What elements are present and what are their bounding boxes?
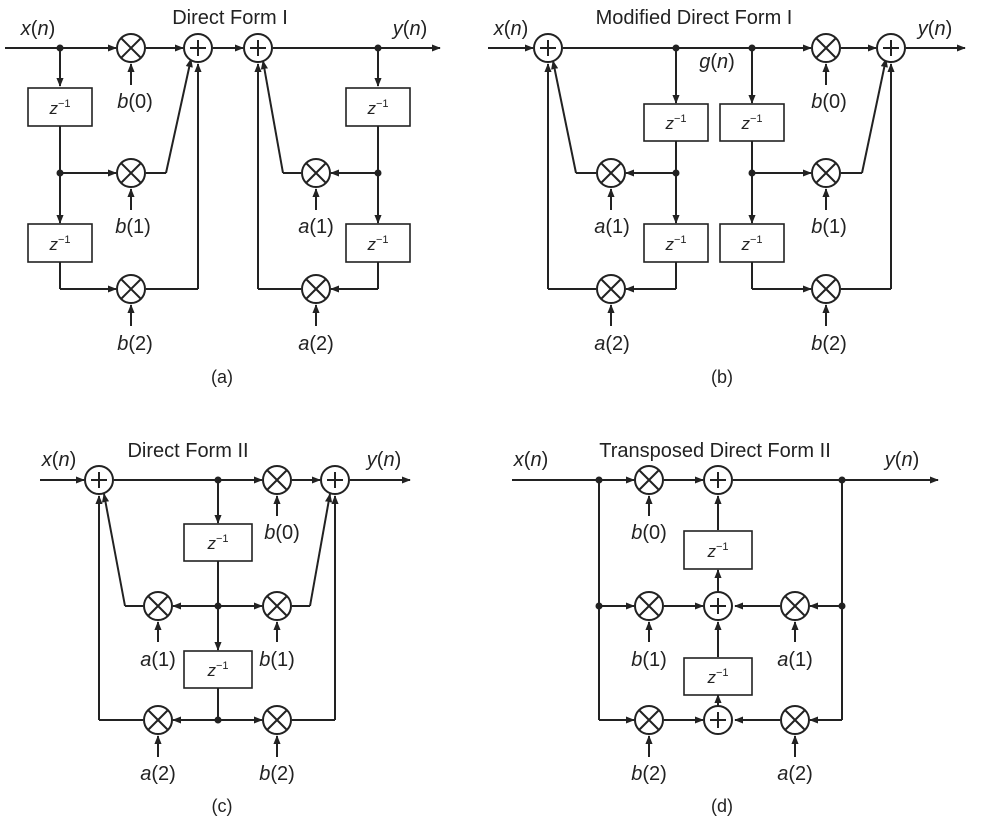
panel-d-y-label: y(n) bbox=[883, 449, 919, 471]
panel-b-x-label: x(n) bbox=[493, 18, 528, 40]
panel-b-modified-direct-form-i: Modified Direct Form I x(n) y(n) g(n) bbox=[488, 7, 966, 387]
coef-label: b(2) bbox=[631, 763, 667, 785]
coef-label: b(2) bbox=[117, 333, 153, 355]
panel-a-direct-form-i: Direct Form I x(n) y(n) bbox=[5, 7, 441, 387]
coef-label: a(2) bbox=[298, 333, 334, 355]
multiplier-icon bbox=[780, 591, 810, 621]
adder-icon bbox=[703, 705, 733, 735]
panel-a-y-label: y(n) bbox=[391, 18, 427, 40]
panel-d-delay-1: z−1 bbox=[683, 530, 753, 570]
panel-b-g-label: g(n) bbox=[699, 51, 735, 73]
svg-text:z−1: z−1 bbox=[664, 113, 686, 133]
adder-icon bbox=[703, 591, 733, 621]
panel-c-caption: (c) bbox=[212, 796, 233, 816]
multiplier-icon bbox=[116, 274, 146, 304]
multiplier-icon bbox=[116, 158, 146, 188]
panel-b-y-label: y(n) bbox=[916, 18, 952, 40]
panel-a-x-label: x(n) bbox=[20, 18, 55, 40]
panel-d-transposed-direct-form-ii: Transposed Direct Form II x(n) y(n) bbox=[512, 440, 939, 816]
coef-label: a(2) bbox=[140, 763, 176, 785]
panel-d-x-label: x(n) bbox=[513, 449, 548, 471]
panel-a-title: Direct Form I bbox=[172, 7, 288, 29]
svg-text:z−1: z−1 bbox=[48, 234, 70, 254]
panel-b-delay-1: z−1 bbox=[643, 103, 709, 142]
multiplier-icon bbox=[634, 705, 664, 735]
coef-label: a(1) bbox=[777, 649, 813, 671]
panel-b-delay-4: z−1 bbox=[719, 223, 785, 263]
panel-a-delay-1: z−1 bbox=[27, 87, 93, 127]
coef-label: b(0) bbox=[117, 91, 153, 113]
panel-a-caption: (a) bbox=[211, 367, 233, 387]
multiplier-icon bbox=[262, 705, 292, 735]
svg-text:z−1: z−1 bbox=[706, 541, 728, 561]
panel-b-delay-2: z−1 bbox=[643, 223, 709, 263]
multiplier-icon bbox=[634, 591, 664, 621]
panel-b-delay-3: z−1 bbox=[719, 103, 785, 142]
adder-icon bbox=[703, 465, 733, 495]
multiplier-icon bbox=[262, 465, 292, 495]
coef-label: b(1) bbox=[811, 216, 847, 238]
adder-icon bbox=[876, 33, 906, 63]
multiplier-icon bbox=[780, 705, 810, 735]
multiplier-icon bbox=[143, 591, 173, 621]
panel-c-x-label: x(n) bbox=[41, 449, 76, 471]
panel-b-title: Modified Direct Form I bbox=[596, 7, 793, 29]
multiplier-icon bbox=[596, 274, 626, 304]
adder-icon bbox=[243, 33, 273, 63]
svg-text:z−1: z−1 bbox=[366, 98, 388, 118]
panel-c-delay-2: z−1 bbox=[183, 650, 253, 689]
panel-a-delay-4: z−1 bbox=[345, 223, 411, 263]
coef-label: a(2) bbox=[777, 763, 813, 785]
panel-d-delay-2: z−1 bbox=[683, 657, 753, 696]
multiplier-icon bbox=[262, 591, 292, 621]
coef-label: b(1) bbox=[259, 649, 295, 671]
adder-icon bbox=[533, 33, 563, 63]
coef-label: b(0) bbox=[264, 522, 300, 544]
svg-text:z−1: z−1 bbox=[48, 98, 70, 118]
svg-text:z−1: z−1 bbox=[706, 667, 728, 687]
coef-label: a(1) bbox=[298, 216, 334, 238]
coef-label: b(1) bbox=[115, 216, 151, 238]
adder-icon bbox=[183, 33, 213, 63]
svg-text:z−1: z−1 bbox=[740, 234, 762, 254]
coef-label: a(1) bbox=[140, 649, 176, 671]
multiplier-icon bbox=[811, 274, 841, 304]
coef-label: b(2) bbox=[259, 763, 295, 785]
coef-label: a(2) bbox=[594, 333, 630, 355]
multiplier-icon bbox=[811, 158, 841, 188]
svg-text:z−1: z−1 bbox=[206, 533, 228, 553]
panel-a-delay-3: z−1 bbox=[345, 87, 411, 127]
panel-b-caption: (b) bbox=[711, 367, 733, 387]
panel-a-delay-2: z−1 bbox=[27, 223, 93, 263]
multiplier-icon bbox=[596, 158, 626, 188]
adder-icon bbox=[84, 465, 114, 495]
panel-d-caption: (d) bbox=[711, 796, 733, 816]
coef-label: b(1) bbox=[631, 649, 667, 671]
coef-label: a(1) bbox=[594, 216, 630, 238]
multiplier-icon bbox=[301, 158, 331, 188]
panel-c-title: Direct Form II bbox=[127, 440, 248, 462]
svg-text:z−1: z−1 bbox=[740, 113, 762, 133]
multiplier-icon bbox=[634, 465, 664, 495]
panel-c-delay-1: z−1 bbox=[183, 523, 253, 562]
panel-c-direct-form-ii: Direct Form II x(n) y(n) bbox=[40, 440, 411, 816]
coef-label: b(0) bbox=[811, 91, 847, 113]
svg-text:z−1: z−1 bbox=[664, 234, 686, 254]
adder-icon bbox=[320, 465, 350, 495]
multiplier-icon bbox=[143, 705, 173, 735]
multiplier-icon bbox=[811, 33, 841, 63]
svg-text:z−1: z−1 bbox=[366, 234, 388, 254]
coef-label: b(0) bbox=[631, 522, 667, 544]
coef-label: b(2) bbox=[811, 333, 847, 355]
multiplier-icon bbox=[116, 33, 146, 63]
svg-text:z−1: z−1 bbox=[206, 660, 228, 680]
panel-c-y-label: y(n) bbox=[365, 449, 401, 471]
panel-d-title: Transposed Direct Form II bbox=[599, 440, 831, 462]
multiplier-icon bbox=[301, 274, 331, 304]
